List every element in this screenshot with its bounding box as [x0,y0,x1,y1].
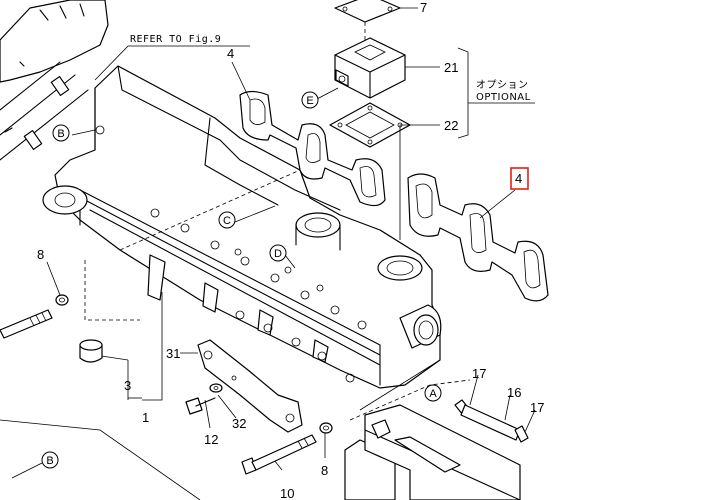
refer-to-fig-note: REFER TO Fig.9 [130,34,221,45]
part-21-flange-adapter [334,37,406,99]
callout-a: A [424,384,442,402]
lower-housing-fragment [344,359,521,500]
part-number-8-left: 8 [37,247,44,262]
optional-bracket [457,47,469,139]
part-number-4-highlighted: 4 [515,171,522,186]
engine-housing-fragment [0,0,109,161]
part-number-1: 1 [142,410,149,425]
part-number-8-bottom: 8 [321,463,328,478]
part-number-7: 7 [420,0,427,15]
part-number-3: 3 [124,378,131,393]
part-number-32: 32 [232,416,246,431]
part-22-gasket [329,102,411,148]
callout-e: E [301,91,319,109]
part-32-washer [209,383,223,393]
svg-text:E: E [306,95,313,107]
part-number-16: 16 [507,385,521,400]
stud-bolt-left [0,309,53,339]
part-number-31: 31 [166,346,180,361]
sub-assembly-frame [0,419,201,500]
part-number-17-a: 17 [472,366,486,381]
part-10-long-bolt [241,434,317,475]
part-3-plug [79,339,103,363]
part-16-17-pipe [454,399,529,443]
leader-lines [46,45,536,471]
part-8-washer-left [55,294,69,306]
part-number-4-upper: 4 [227,46,234,61]
callout-c: C [218,211,236,229]
part-7-elbow-flange [334,0,401,23]
svg-text:A: A [429,388,437,400]
svg-text:B: B [57,128,64,140]
optional-label-jp: オプション [476,79,529,91]
callout-b-top: B [52,124,70,142]
callout-d: D [269,244,287,262]
manifold-lower-lugs [147,254,355,383]
part-4-gasket-highlighted [407,173,549,302]
part-number-17-b: 17 [530,400,544,415]
svg-text:B: B [46,455,53,467]
part-8-washer-bottom [319,422,333,434]
callout-b-bottom: B [41,451,59,469]
highlight-box [510,167,529,190]
part-4-gasket-upper [239,90,386,207]
part-number-12: 12 [204,432,218,447]
part-31-bracket [197,339,303,433]
svg-text:D: D [274,248,282,260]
part-12-bolt [185,397,216,415]
svg-text:C: C [223,215,231,227]
manifold-bolt-holes [95,125,367,330]
part-number-22: 22 [444,118,458,133]
part-number-10: 10 [280,486,294,500]
optional-label-en: OPTIONAL [476,92,531,103]
part-number-21: 21 [444,60,458,75]
